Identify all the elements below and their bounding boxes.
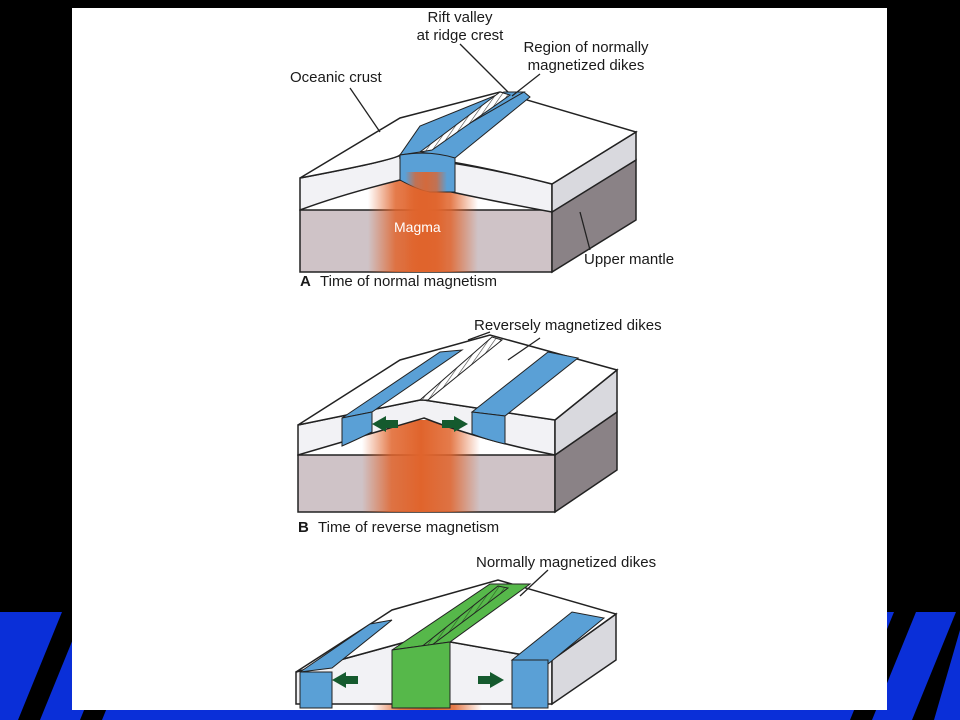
label-rift-line2: at ridge crest	[417, 27, 505, 44]
spreading-arrow-right	[442, 416, 468, 432]
label-upper-mantle: Upper mantle	[584, 251, 674, 268]
panel-c-leaders	[519, 569, 549, 597]
label-region-line1: Region of normally	[523, 39, 649, 56]
panel-c-block	[295, 579, 618, 710]
caption-a-letter: A	[300, 273, 311, 290]
panel-a-leaders	[349, 43, 591, 251]
panel-b-block	[297, 334, 619, 514]
label-region-line2: magnetized dikes	[528, 57, 645, 74]
spreading-arrow-left-c	[332, 672, 358, 688]
label-magma: Magma	[394, 219, 441, 235]
magma-plume-b	[362, 420, 480, 512]
caption-b-text: Time of reverse magnetism	[318, 519, 499, 536]
caption-a-text: Time of normal magnetism	[320, 273, 497, 290]
label-oceanic-crust: Oceanic crust	[290, 69, 383, 86]
spreading-arrow-right-c	[478, 672, 504, 688]
panel-a-block	[299, 91, 638, 274]
label-rift-line1: Rift valley	[427, 9, 493, 26]
panel-b-leaders	[467, 331, 541, 361]
spreading-arrow-left	[372, 416, 398, 432]
label-reversely-dikes: Reversely magnetized dikes	[474, 317, 662, 334]
label-normally-dikes: Normally magnetized dikes	[476, 554, 656, 571]
caption-b-letter: B	[298, 519, 309, 536]
